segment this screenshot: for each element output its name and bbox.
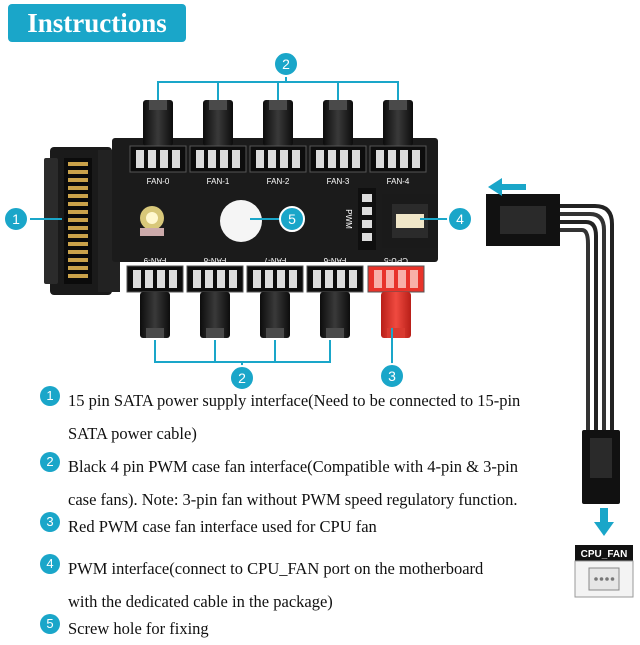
callout-3: 3 (379, 363, 405, 389)
legend-number-badge: 2 (40, 452, 60, 472)
svg-text:2: 2 (238, 370, 246, 386)
cpu-fan-connector: CPU-5 (367, 256, 425, 338)
legend-text: Red PWM case fan interface used for CPU … (68, 510, 588, 543)
led-indicator (140, 206, 164, 236)
arrow-down-icon (594, 508, 614, 536)
cpu-fan-label: CPU_FAN (581, 549, 628, 560)
legend-line: case fans). Note: 3-pin fan without PWM … (68, 490, 518, 509)
legend-number-badge: 5 (40, 614, 60, 634)
legend-line: with the dedicated cable in the package) (68, 592, 333, 611)
bottom-fan-label: FAN-7 (263, 256, 286, 265)
legend-number-badge: 4 (40, 554, 60, 574)
top-fan-2: FAN-2 (249, 100, 307, 186)
cpu-fan-header: CPU_FAN (574, 545, 634, 598)
callout-5: 5 (279, 206, 305, 232)
legend-text: 15 pin SATA power supply interface(Need … (68, 384, 588, 450)
legend-text: Black 4 pin PWM case fan interface(Compa… (68, 450, 588, 516)
pwm-header: PWM (344, 188, 438, 250)
legend-text: PWM interface(connect to CPU_FAN port on… (68, 552, 588, 618)
top-fan-label: FAN-3 (327, 177, 350, 186)
top-fan-label: FAN-4 (387, 177, 410, 186)
pwm-label: PWM (344, 209, 353, 229)
bottom-fan-label: CPU-5 (383, 256, 408, 265)
screw-hole (220, 200, 262, 242)
bottom-fan-1: FAN-8 (186, 256, 244, 338)
svg-text:5: 5 (288, 211, 296, 227)
sata-connector (44, 147, 120, 295)
callout-4: 4 (447, 206, 473, 232)
legend-line: PWM interface(connect to CPU_FAN port on… (68, 559, 484, 578)
bottom-fan-headers: FAN-9 FAN-8 FAN-7 FAN-6 CPU-5 (126, 256, 425, 338)
bottom-fan-label: FAN-8 (203, 256, 226, 265)
top-fan-0: FAN-0 (129, 100, 187, 186)
callout-2: 2 (273, 51, 299, 77)
top-fan-1: FAN-1 (189, 100, 247, 186)
callout-1: 1 (3, 206, 29, 232)
legend-number-badge: 3 (40, 512, 60, 532)
legend-number-badge: 1 (40, 386, 60, 406)
title-badge: Instructions (8, 4, 186, 42)
bracket-top (157, 74, 399, 100)
pwm-cable (486, 194, 620, 504)
arrow-left-icon (488, 178, 526, 196)
legend-line: Black 4 pin PWM case fan interface(Compa… (68, 457, 518, 476)
svg-text:3: 3 (388, 368, 396, 384)
bottom-fan-label: FAN-6 (323, 256, 346, 265)
bottom-fan-2: FAN-7 (246, 256, 304, 338)
bottom-fan-0: FAN-9 (126, 256, 184, 338)
svg-text:4: 4 (456, 211, 464, 227)
top-fan-label: FAN-0 (147, 177, 170, 186)
legend-line: 15 pin SATA power supply interface(Need … (68, 391, 521, 410)
bottom-fan-3: FAN-6 (306, 256, 364, 338)
bottom-fan-label: FAN-9 (143, 256, 166, 265)
bracket-bottom (154, 340, 331, 370)
callout-2: 2 (229, 365, 255, 391)
callout-lines (30, 218, 448, 366)
top-fan-3: FAN-3 (309, 100, 367, 186)
legend-line: Screw hole for fixing (68, 619, 209, 638)
legend-text: Screw hole for fixing (68, 612, 588, 645)
callouts: 1 2 2 3 4 5 (3, 51, 473, 391)
top-fan-4: FAN-4 (369, 100, 427, 186)
legend-line: Red PWM case fan interface used for CPU … (68, 517, 377, 536)
legend-line: SATA power cable) (68, 424, 197, 443)
top-fan-label: FAN-2 (267, 177, 290, 186)
svg-text:1: 1 (12, 211, 20, 227)
top-fan-headers: FAN-0 FAN-1 FAN-2 FAN-3 FAN-4 (129, 100, 427, 186)
top-fan-label: FAN-1 (207, 177, 230, 186)
svg-text:2: 2 (282, 56, 290, 72)
